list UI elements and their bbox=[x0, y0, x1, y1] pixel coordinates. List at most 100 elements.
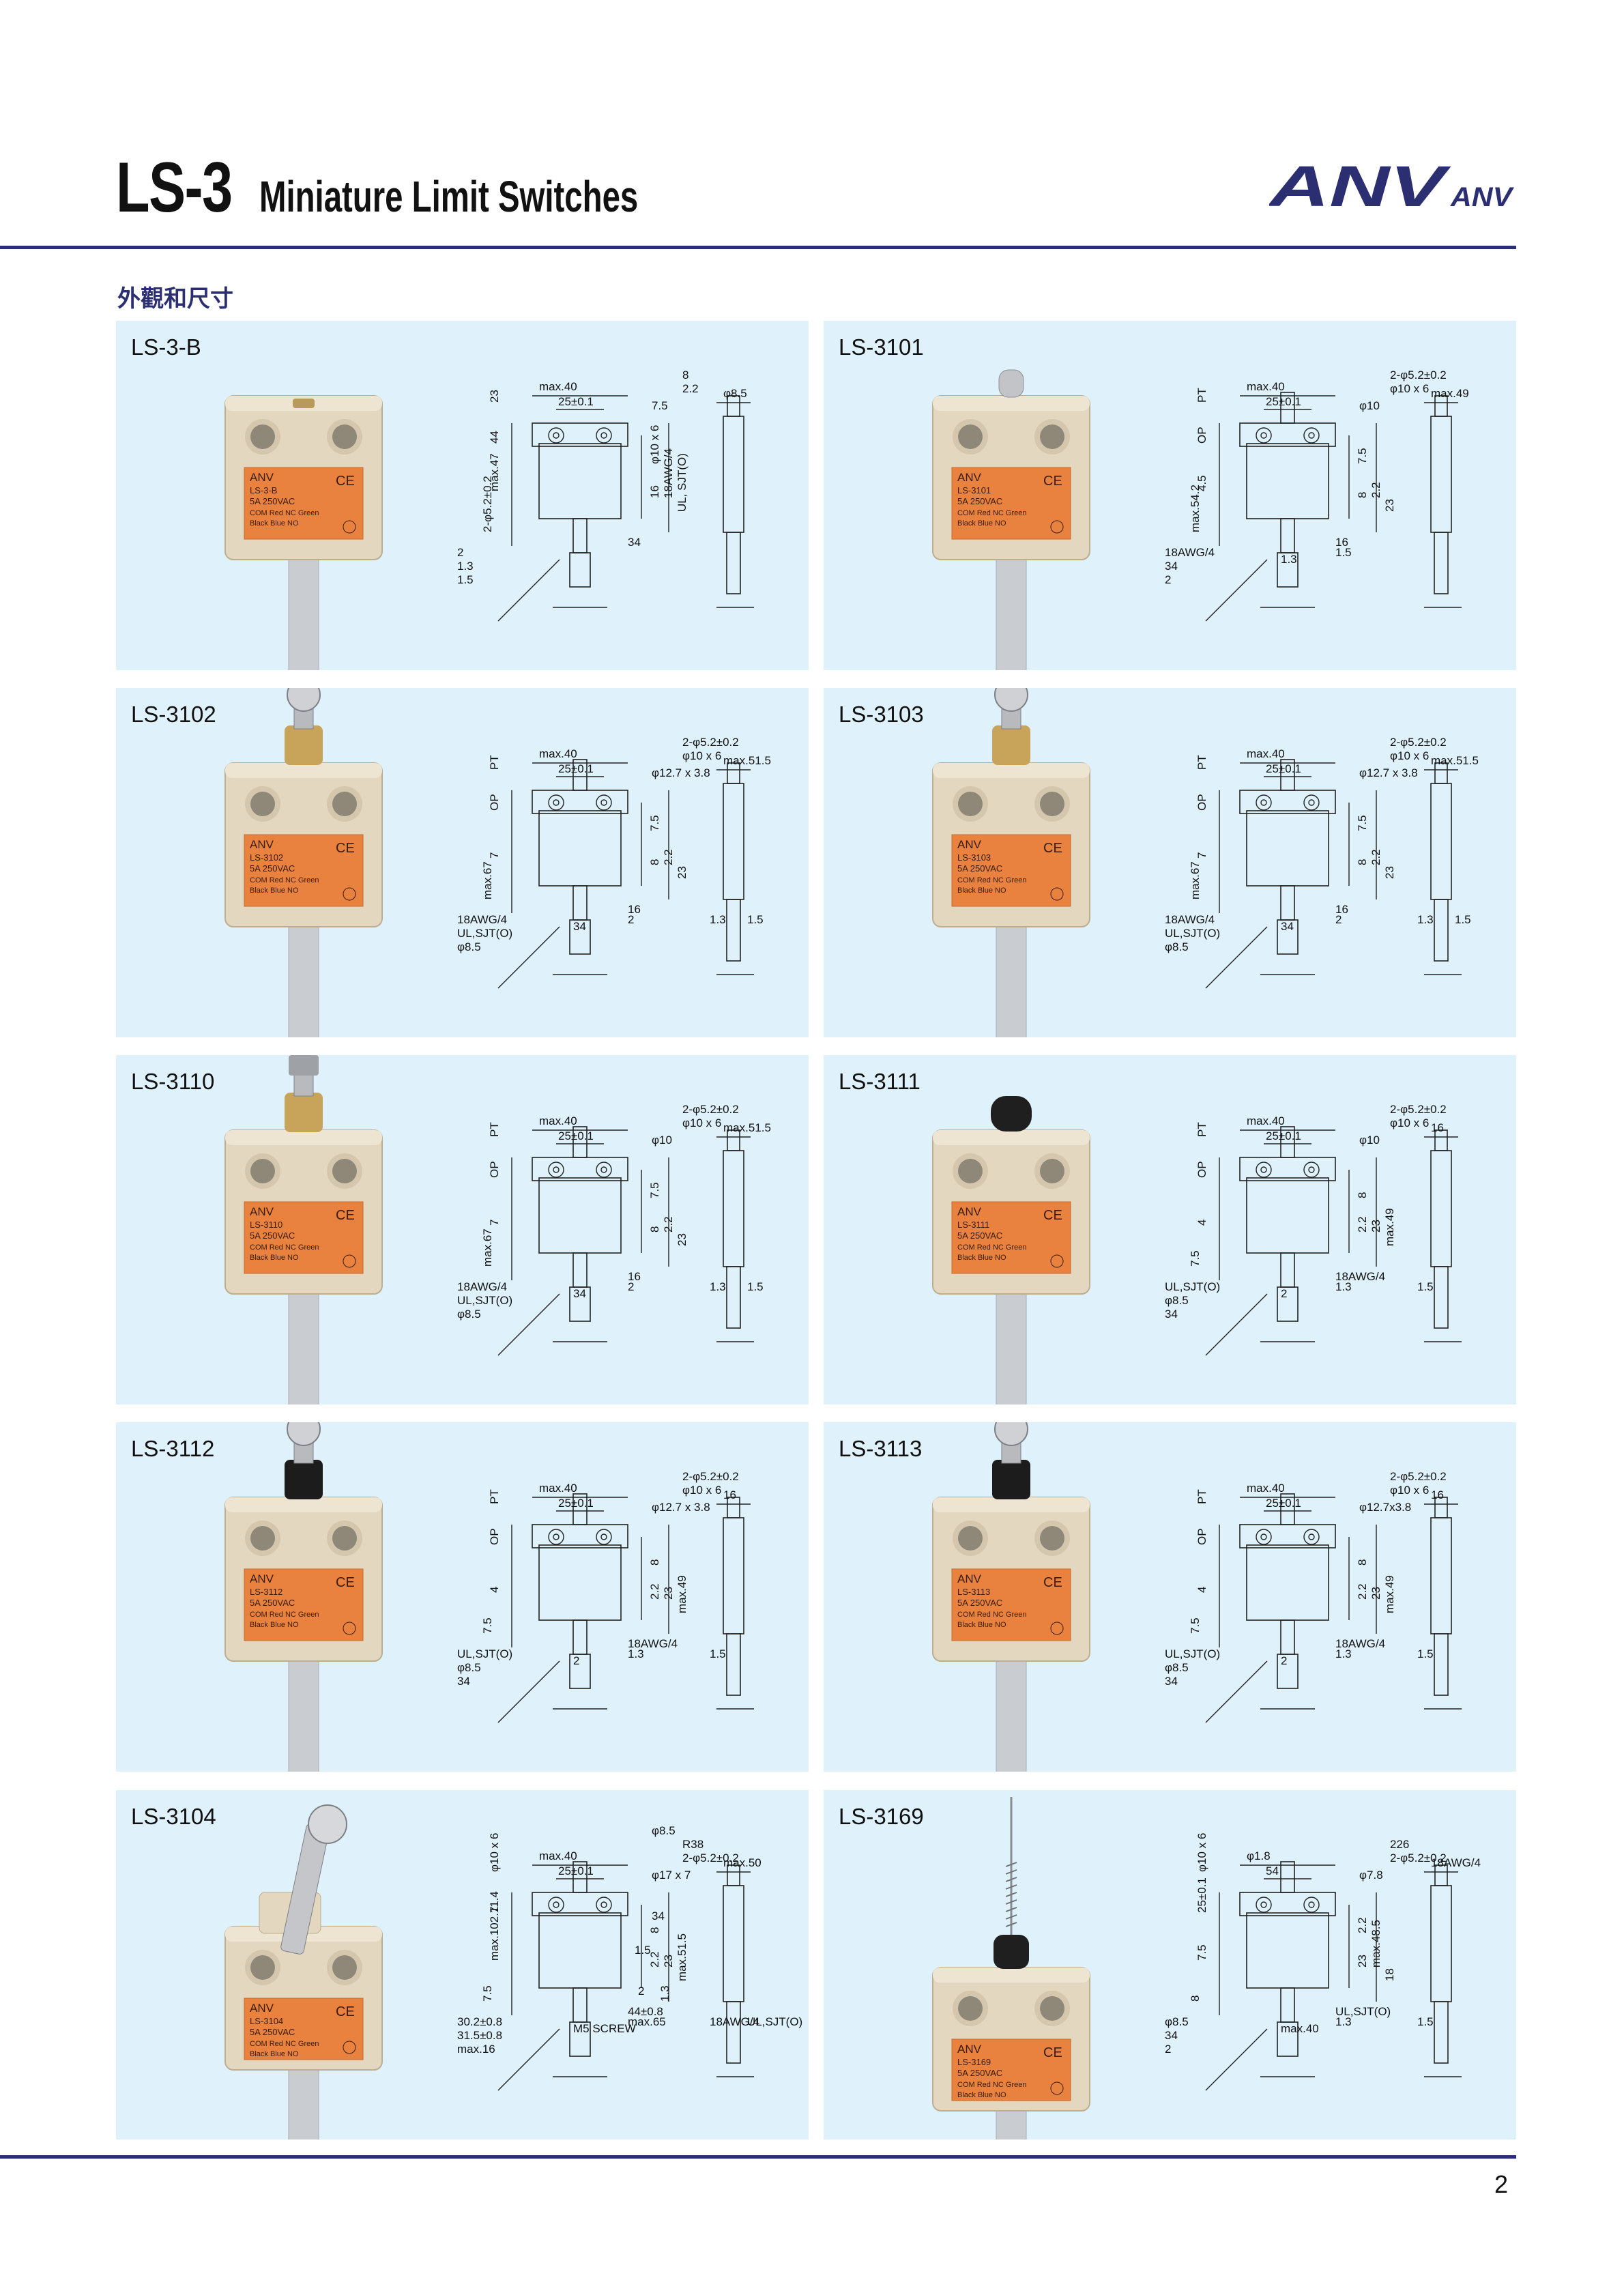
dimension-label: 16 bbox=[1335, 536, 1348, 549]
dimension-label: 2.2 bbox=[1369, 482, 1382, 498]
dimension-label: UL,SJT(O) bbox=[747, 2015, 802, 2028]
rubber-boot bbox=[994, 1935, 1029, 1969]
dimension-label: OP bbox=[488, 1528, 501, 1545]
cable bbox=[996, 923, 1027, 1037]
dimension-label: 1.5 bbox=[635, 1944, 651, 1957]
drawing-hole bbox=[1303, 427, 1320, 444]
dimension-label: max.51.5 bbox=[723, 754, 771, 767]
dimension-label: 1.5 bbox=[1417, 2015, 1434, 2028]
drawing-hole bbox=[596, 427, 612, 444]
dimension-label: φ17 x 7 bbox=[652, 1869, 691, 1882]
sticker-brand: ANV bbox=[957, 2043, 982, 2056]
dome-plunger-actuator bbox=[998, 369, 1024, 398]
ground-symbol-icon bbox=[1050, 887, 1064, 901]
dimension-label: 18AWG/4 bbox=[662, 448, 675, 498]
mounting-hole bbox=[250, 1955, 275, 1980]
drawing-outline bbox=[569, 919, 591, 955]
drawing-outline bbox=[569, 1654, 591, 1689]
sticker-wiring: Black Blue NO bbox=[250, 887, 299, 895]
drawing-hole bbox=[600, 1901, 607, 1908]
sticker-rating: 5A 250VAC bbox=[957, 863, 1002, 874]
dimension-label: 34 bbox=[1281, 920, 1294, 933]
dimension-label: max.40 bbox=[1247, 1482, 1285, 1495]
section-title: 外觀和尺寸 bbox=[117, 285, 233, 313]
drawing-outline bbox=[532, 1892, 628, 1916]
mounting-hole bbox=[958, 424, 983, 449]
dimension-label: 2.2 bbox=[1356, 1583, 1369, 1600]
drawing-outline bbox=[538, 443, 622, 519]
dimension-label: 2 bbox=[628, 913, 634, 926]
ce-mark-icon: CE bbox=[336, 2004, 355, 2019]
dimension-label: 2-φ5.2±0.2 bbox=[682, 1103, 739, 1116]
dimension-label: OP bbox=[488, 1161, 501, 1178]
drawing-hole bbox=[596, 1529, 612, 1545]
drawing-hole bbox=[553, 799, 560, 806]
drawing-outline bbox=[1280, 1619, 1295, 1655]
sticker-wiring: COM Red NC Green bbox=[957, 876, 1026, 884]
drawing-line bbox=[1205, 1660, 1268, 1723]
brass-collar bbox=[992, 725, 1030, 765]
dimension-label: 1.5 bbox=[747, 1280, 764, 1293]
drawing-outline bbox=[1239, 1157, 1336, 1181]
dimension-label: 23 bbox=[662, 1587, 675, 1600]
drawing-hole bbox=[553, 1166, 560, 1173]
dimension-label: 34 bbox=[1165, 560, 1178, 573]
drawing-outline bbox=[538, 1544, 622, 1621]
dimension-label: 2-φ5.2±0.2 bbox=[1390, 1470, 1447, 1483]
sticker-wiring: Black Blue NO bbox=[250, 1254, 299, 1262]
dimension-label: φ10 x 6 bbox=[1195, 1833, 1208, 1872]
dimension-label: 1.3 bbox=[457, 560, 474, 573]
drawing-outline bbox=[572, 1126, 588, 1158]
body-top-face bbox=[225, 1130, 382, 1145]
roller-actuator bbox=[289, 1055, 319, 1076]
drawing-hole bbox=[553, 432, 560, 439]
dimension-label: 18AWG/4 bbox=[628, 1637, 678, 1650]
mounting-hole bbox=[958, 1996, 983, 2021]
dimension-label: 25±0.1 bbox=[1266, 395, 1301, 408]
ground-symbol-icon bbox=[1050, 1622, 1064, 1635]
drawing-outline bbox=[1280, 1252, 1295, 1288]
dimension-label: 16 bbox=[628, 903, 641, 916]
mounting-hole bbox=[250, 1159, 275, 1183]
dimension-label: 23 bbox=[662, 1955, 675, 1968]
dimension-label: 44±0.8 bbox=[628, 2005, 663, 2018]
dimension-label: 2 bbox=[1165, 2043, 1171, 2056]
dimension-label: 34 bbox=[652, 1910, 665, 1922]
ce-mark-icon: CE bbox=[336, 474, 355, 489]
drawing-hole bbox=[1308, 1166, 1315, 1173]
mounting-hole bbox=[332, 1526, 357, 1551]
drawing-outline bbox=[723, 1517, 744, 1634]
drawing-line bbox=[497, 1293, 560, 1356]
body-top-face bbox=[933, 396, 1090, 411]
drawing-outline bbox=[1280, 1987, 1295, 2023]
dimension-label: 7.5 bbox=[648, 1182, 661, 1198]
drawing-outline bbox=[1280, 885, 1295, 921]
sticker-brand: ANV bbox=[250, 2002, 274, 2015]
ce-mark-icon: CE bbox=[336, 841, 355, 856]
drawing-outline bbox=[726, 899, 741, 962]
dimension-label: φ10 x 6 bbox=[1390, 1484, 1429, 1497]
dimension-label: φ8.5 bbox=[457, 1661, 481, 1674]
dimension-label: 16 bbox=[723, 1488, 736, 1501]
dimension-label: 1.3 bbox=[710, 913, 726, 926]
logo-main: ANV bbox=[1269, 164, 1451, 212]
drawing-outline bbox=[569, 552, 591, 588]
model-label: LS-3101 bbox=[839, 334, 924, 360]
sticker-model: LS-3-B bbox=[250, 485, 277, 495]
dimension-label: max.40 bbox=[539, 1482, 577, 1495]
drawing-outline bbox=[727, 762, 740, 784]
dimension-label: max.40 bbox=[1281, 2022, 1319, 2035]
ce-mark-icon: CE bbox=[336, 1208, 355, 1223]
dimension-label: 2 bbox=[1281, 1654, 1287, 1667]
dimension-label: 30.2±0.8 bbox=[457, 2015, 502, 2028]
dimension-label: max.16 bbox=[457, 2043, 495, 2056]
dimension-label: UL, SJT(O) bbox=[676, 453, 688, 512]
spring-coil bbox=[1005, 1907, 1017, 1912]
model-label: LS-3102 bbox=[131, 702, 216, 727]
